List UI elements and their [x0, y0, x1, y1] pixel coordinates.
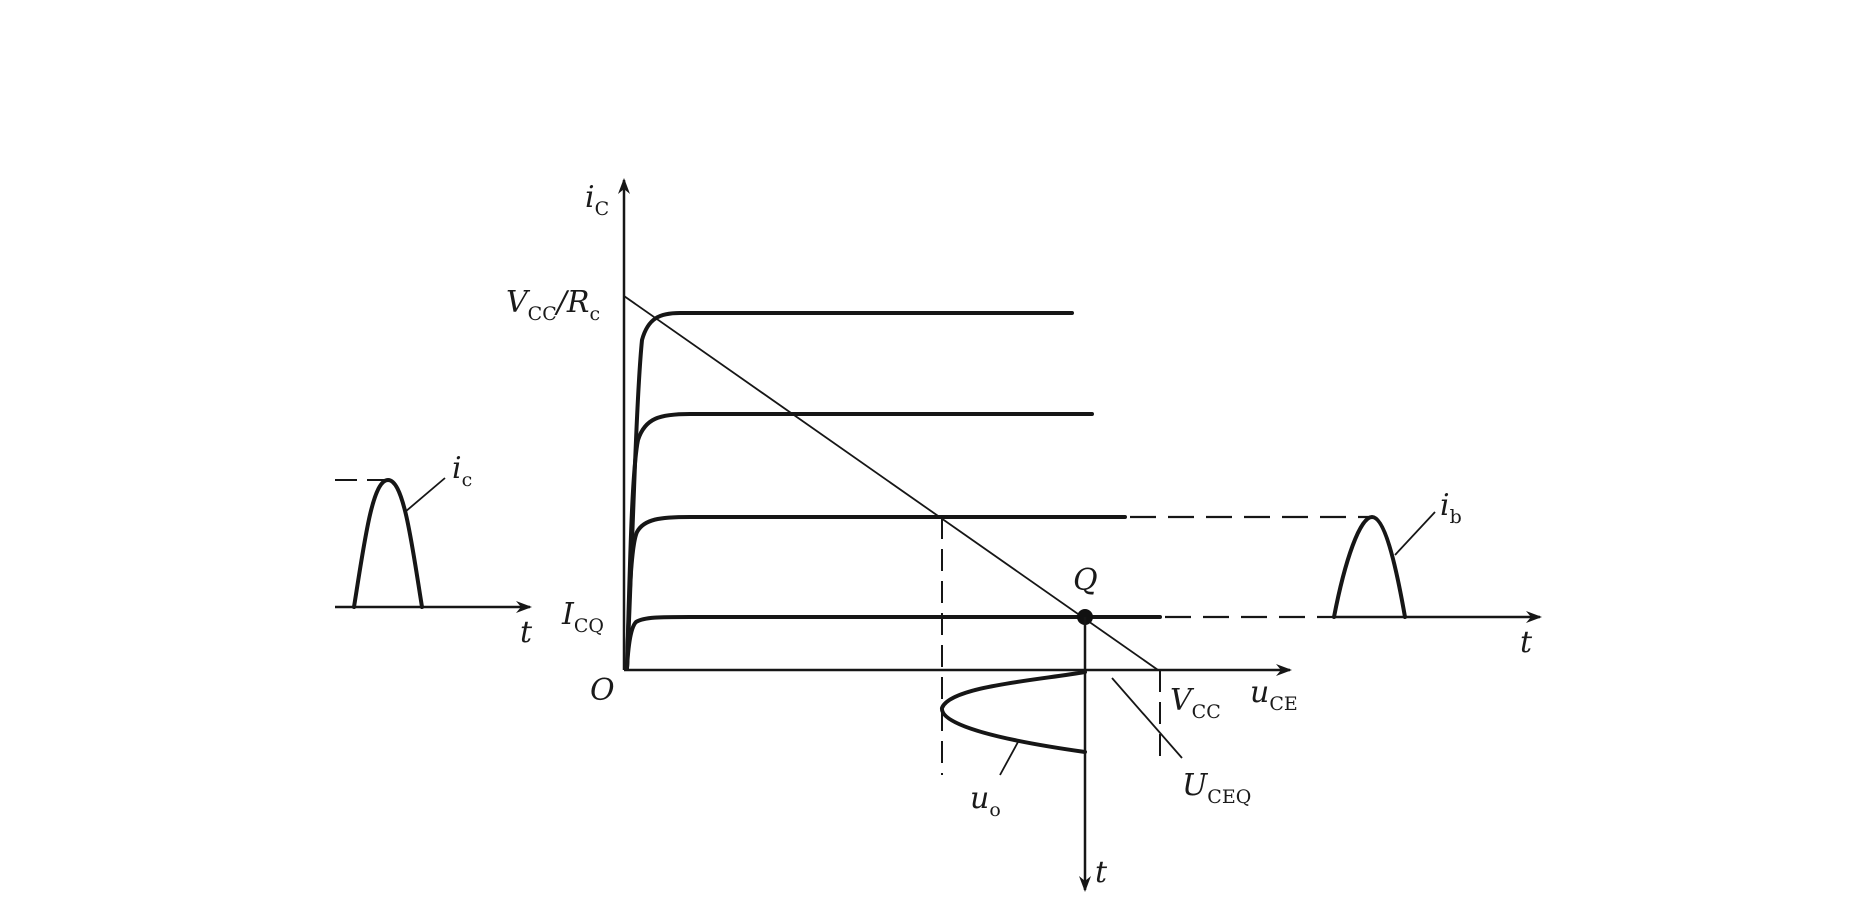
- load-line: [623, 295, 1159, 671]
- uce-axis-label: uCE: [1250, 675, 1298, 715]
- ic-waveform: [352, 478, 424, 609]
- ic-leader: [404, 477, 446, 513]
- uceq-leader: [1111, 677, 1183, 759]
- characteristic-curve-2: [625, 412, 1094, 670]
- q-point-label: Q: [1073, 563, 1098, 598]
- vcc-label: VCC: [1170, 683, 1221, 723]
- uo-leader: [999, 741, 1019, 776]
- ic-wave-label: ic: [452, 451, 472, 491]
- uo-label: uo: [970, 781, 1001, 821]
- uo-waveform: [940, 670, 1087, 754]
- uceq-label: UCEQ: [1182, 768, 1251, 808]
- characteristic-curve-1: [625, 311, 1074, 670]
- ib-waveform: [1332, 515, 1407, 619]
- t-right-label: t: [1520, 625, 1533, 660]
- ic-axis-label: iC: [585, 180, 609, 220]
- t-left-label: t: [520, 615, 533, 650]
- characteristic-curve-4: [625, 615, 1162, 670]
- t-bottom-label: t: [1095, 855, 1108, 890]
- characteristic-curve-3: [625, 515, 1127, 670]
- origin-label: O: [590, 673, 615, 708]
- icq-label: ICQ: [561, 597, 604, 637]
- ib-wave-label: ib: [1440, 488, 1462, 528]
- vcc-over-rc-label: VCC/Rc: [506, 285, 600, 325]
- ib-leader: [1394, 511, 1436, 556]
